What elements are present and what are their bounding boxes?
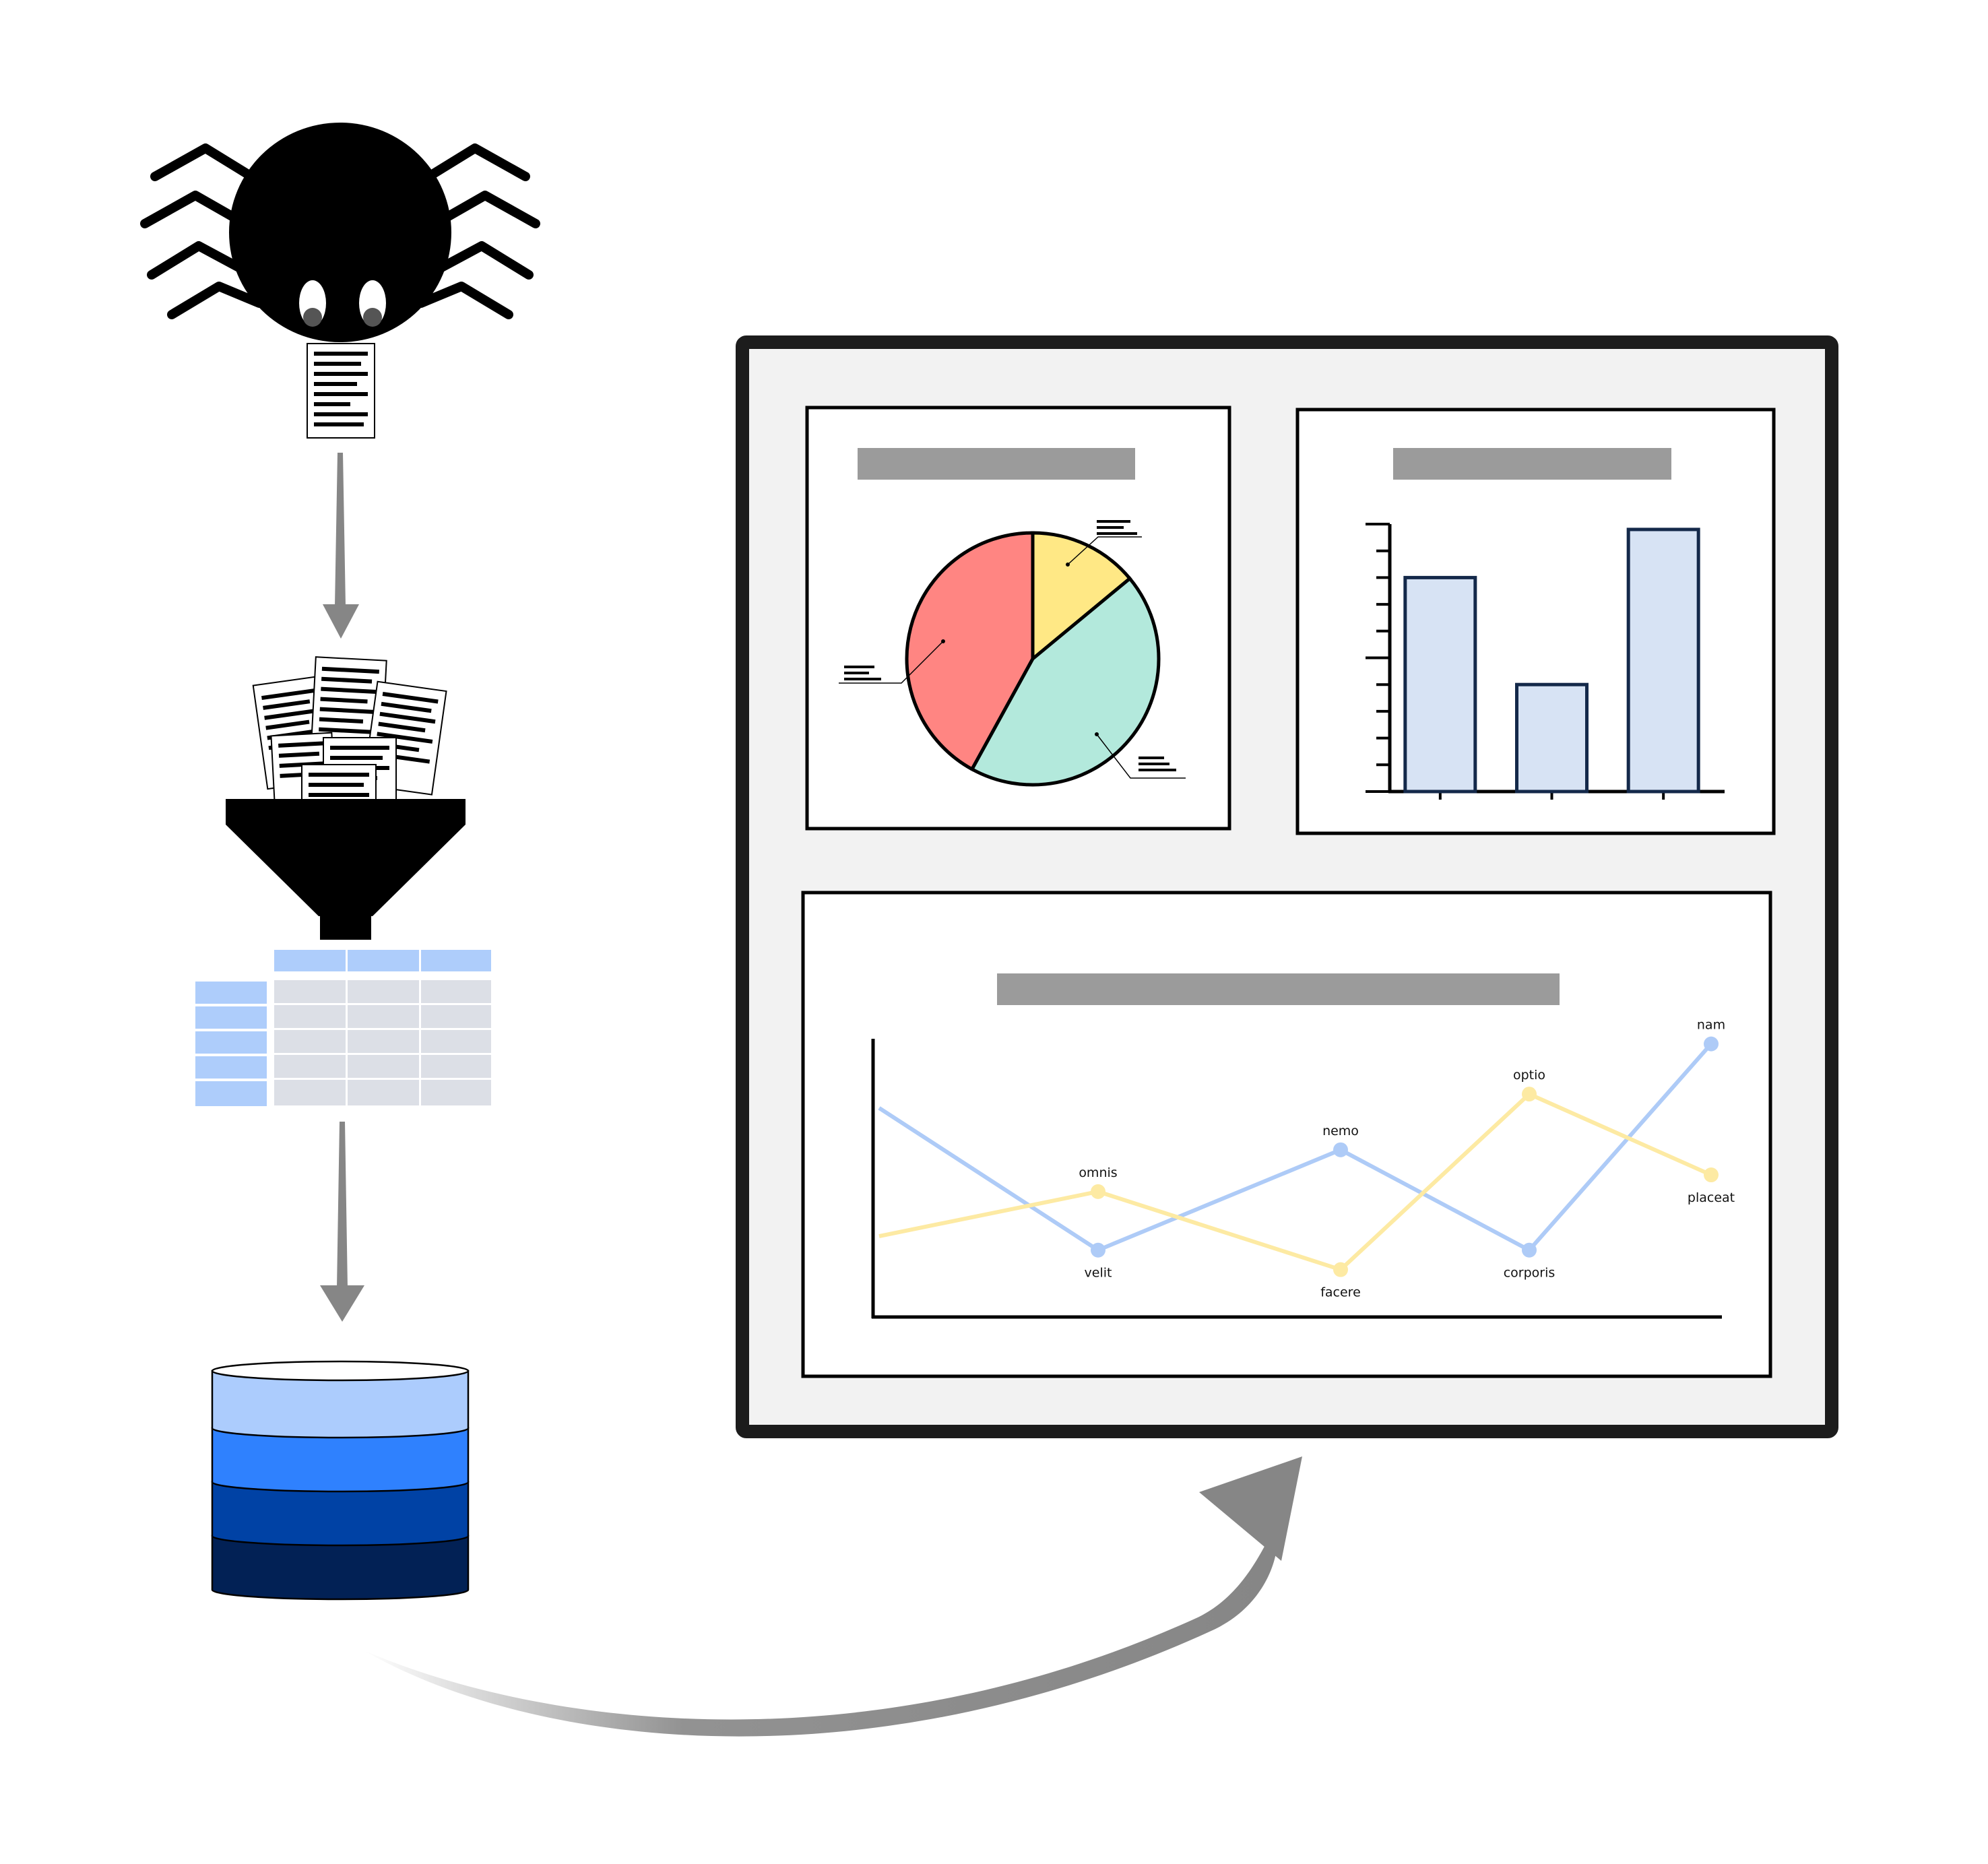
document-icon (307, 343, 375, 439)
line-point (1522, 1242, 1537, 1258)
line-chart-axes (871, 1039, 1722, 1319)
line-chart-panel: velit nemo corporis nam omnis facere optio plac… (801, 891, 1772, 1378)
line-chart: velit nemo corporis nam omnis facere optio plac… (878, 1018, 1735, 1300)
flow-arrow-1 (323, 453, 359, 639)
pie-chart-title-placeholder (858, 448, 1135, 480)
database-icon (211, 1360, 470, 1601)
table-icon (195, 950, 491, 1106)
line-point (1704, 1167, 1719, 1183)
flow-arrow-2 (320, 1122, 364, 1322)
line-point-label: corporis (1504, 1266, 1556, 1281)
flow-arrow-curved (364, 1456, 1302, 1737)
line-chart-title-placeholder (997, 973, 1560, 1005)
documents-stack-icon (252, 656, 447, 806)
line-point-label: placeat (1688, 1190, 1735, 1205)
pie-slice (969, 576, 1161, 787)
line-point-label: omnis (1079, 1165, 1117, 1180)
bar-chart-title-placeholder (1393, 448, 1671, 480)
pie-chart-panel (805, 406, 1231, 831)
line-point (1522, 1087, 1537, 1102)
line-point (1091, 1242, 1105, 1258)
line-point (1091, 1184, 1105, 1199)
bar-chart (1403, 527, 1700, 794)
pie-slice (1031, 531, 1132, 663)
line-point-label: optio (1513, 1068, 1545, 1083)
pie-slice (905, 531, 1035, 772)
funnel-icon (226, 799, 466, 940)
bar-chart-panel (1295, 408, 1776, 835)
bar (1515, 682, 1589, 794)
line-point (1333, 1142, 1348, 1157)
spider-icon (140, 123, 540, 342)
line-point-label: nam (1697, 1018, 1725, 1033)
line-point (1704, 1036, 1719, 1052)
bar (1403, 575, 1477, 794)
pie-chart (905, 531, 1161, 787)
line-point (1333, 1262, 1348, 1277)
bar (1626, 527, 1700, 794)
line-point-label: nemo (1322, 1124, 1359, 1138)
pie-legend-callouts (839, 520, 1186, 779)
line-point-label: velit (1085, 1266, 1112, 1281)
line-point-label: facere (1320, 1285, 1361, 1300)
